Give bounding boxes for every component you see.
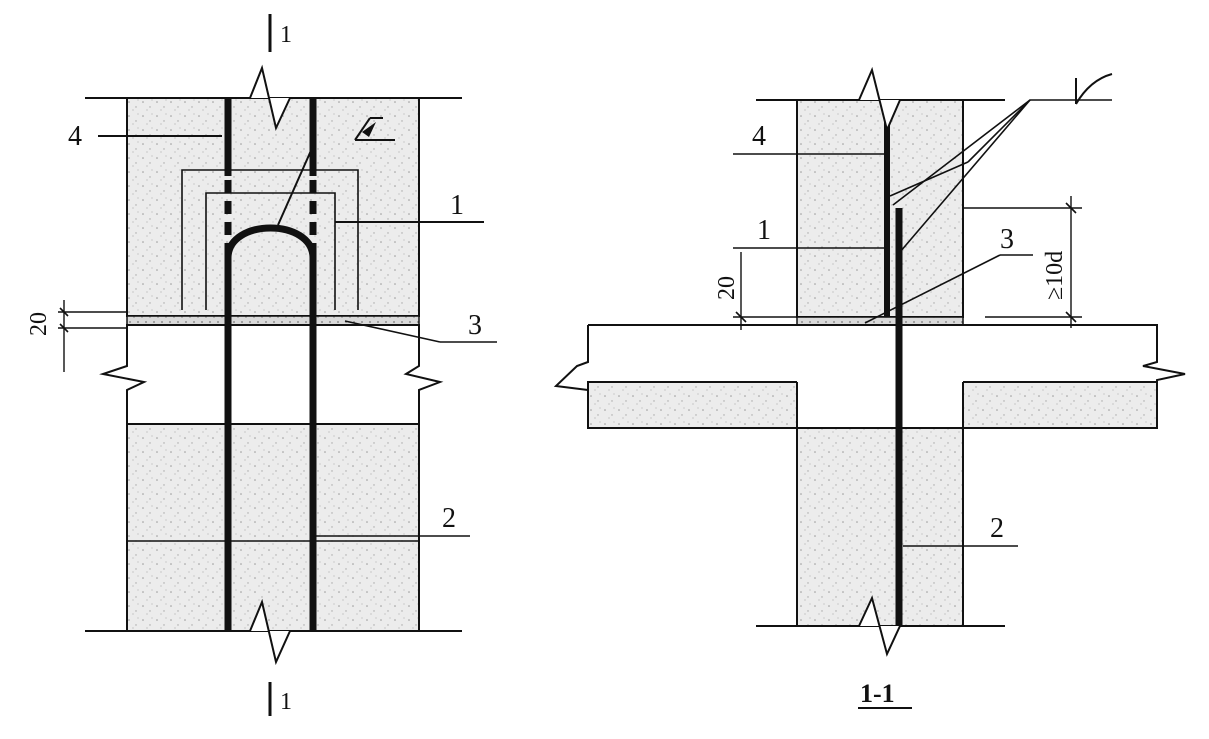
callout-2-left: 2 bbox=[442, 503, 456, 534]
callout-4-right: 4 bbox=[752, 121, 766, 152]
leader-3-section bbox=[864, 254, 1001, 324]
break-mark-top bbox=[249, 64, 291, 132]
section-label-bottom: 1 bbox=[280, 689, 292, 715]
callout-3-left: 3 bbox=[468, 310, 482, 341]
leader-3 bbox=[344, 320, 441, 343]
left-elevation-view bbox=[58, 14, 497, 716]
leader-1-rebar bbox=[277, 145, 314, 226]
inner-frame bbox=[205, 192, 336, 310]
dimension-20-left: 20 bbox=[26, 312, 52, 336]
callout-3-right: 3 bbox=[1000, 224, 1014, 255]
callout-1-left: 1 bbox=[450, 190, 464, 221]
break-mark-section-bottom bbox=[858, 595, 901, 657]
right-section-view bbox=[553, 66, 1186, 709]
upper-wall-section bbox=[796, 99, 964, 318]
weld-symbol-section bbox=[1075, 73, 1113, 105]
mortar-joint bbox=[126, 315, 420, 326]
outer-frame bbox=[181, 169, 359, 310]
callout-2-right: 2 bbox=[990, 513, 1004, 544]
mortar-joint-section bbox=[796, 316, 964, 326]
break-mark-bottom bbox=[249, 598, 291, 666]
callout-4-left: 4 bbox=[68, 121, 82, 152]
dimension-20-right: 20 bbox=[714, 276, 740, 300]
section-title: 1-1 bbox=[860, 679, 895, 708]
upper-wall-block bbox=[126, 97, 420, 317]
weld-symbol bbox=[354, 117, 395, 141]
callout-1-right: 1 bbox=[757, 215, 771, 246]
lower-wall-block bbox=[126, 423, 420, 632]
break-mark-section-top bbox=[858, 66, 901, 134]
section-label-top: 1 bbox=[280, 22, 292, 48]
lower-wall-section bbox=[796, 427, 964, 627]
dimension-lap-length: ≥10d bbox=[1042, 251, 1068, 300]
slab-band bbox=[99, 324, 444, 425]
